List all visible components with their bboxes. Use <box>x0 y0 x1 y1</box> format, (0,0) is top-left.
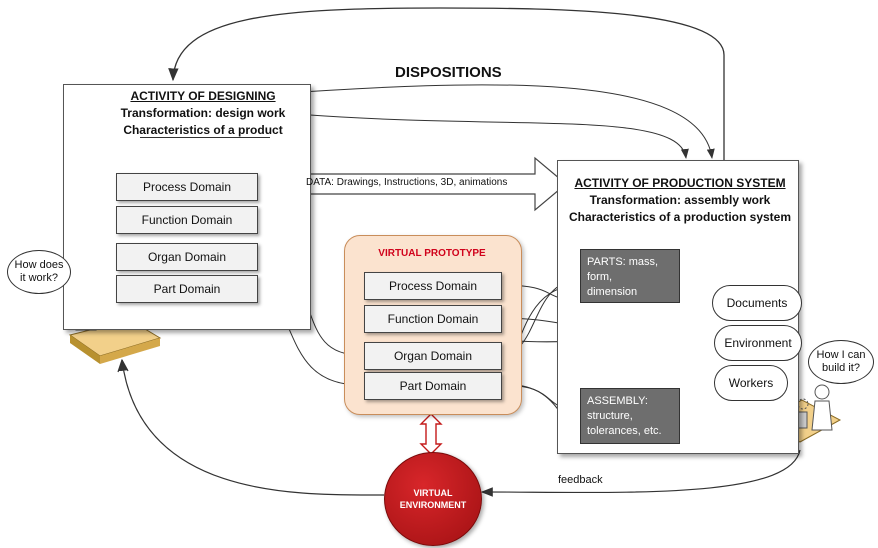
bubble-right-line1: How I can <box>816 349 866 361</box>
data-big-arrow <box>301 156 567 212</box>
bubble-left: How does it work? <box>7 250 71 294</box>
production-line1: Transformation: assembly work <box>589 193 771 207</box>
assembly-box[interactable]: ASSEMBLY: structure, tolerances, etc. <box>580 388 680 444</box>
environment-pill[interactable]: Environment <box>714 325 802 361</box>
vp-process-domain[interactable]: Process Domain <box>364 272 502 300</box>
designing-process-domain[interactable]: Process Domain <box>116 173 258 201</box>
vp-ve-double-arrow <box>419 413 443 455</box>
ve-line2: ENVIRONMENT <box>399 500 467 510</box>
designing-line2: Characteristics of a product <box>123 123 283 137</box>
vp-function-domain[interactable]: Function Domain <box>364 305 502 333</box>
designing-divider <box>140 137 270 138</box>
parts-line2: form, <box>587 271 613 283</box>
designing-part-domain[interactable]: Part Domain <box>116 275 258 303</box>
parts-line1: PARTS: mass, <box>587 256 659 268</box>
data-arrow-label: DATA: Drawings, Instructions, 3D, animat… <box>306 177 508 188</box>
designing-line1: Transformation: design work <box>120 106 286 120</box>
designing-title: ACTIVITY OF DESIGNING <box>130 89 276 103</box>
bubble-right-line2: build it? <box>822 362 860 374</box>
bubble-left-line2: it work? <box>20 272 58 284</box>
design-to-production-arrow-1 <box>309 114 689 159</box>
ve-line1: VIRTUAL <box>413 488 453 498</box>
feedback-arrow <box>480 449 801 497</box>
documents-pill[interactable]: Documents <box>712 285 802 321</box>
virtual-prototype-title: VIRTUAL PROTOTYPE <box>378 248 486 259</box>
vp-organ-domain[interactable]: Organ Domain <box>364 342 502 370</box>
designing-organ-domain[interactable]: Organ Domain <box>116 243 258 271</box>
dispositions-label: DISPOSITIONS <box>395 64 502 81</box>
bubble-right: How I can build it? <box>808 340 874 384</box>
assembly-line2: structure, <box>587 410 633 422</box>
vp-part-domain[interactable]: Part Domain <box>364 372 502 400</box>
assembly-line1: ASSEMBLY: <box>587 395 648 407</box>
bubble-left-line1: How does <box>14 259 64 271</box>
feedback-label: feedback <box>558 474 603 486</box>
virtual-environment-circle[interactable]: VIRTUAL ENVIRONMENT <box>384 452 482 546</box>
design-to-production-arrow-2 <box>269 84 715 159</box>
production-line2: Characteristics of a production system <box>568 210 792 224</box>
designing-function-domain[interactable]: Function Domain <box>116 206 258 234</box>
disposition-loop-arrow <box>168 7 725 160</box>
designing-header: ACTIVITY OF DESIGNING Transformation: de… <box>103 88 303 139</box>
ve-to-designer-arrow <box>118 358 385 496</box>
assembly-line3: tolerances, etc. <box>587 425 662 437</box>
production-title: ACTIVITY OF PRODUCTION SYSTEM <box>574 176 786 190</box>
parts-line3: dimension <box>587 286 638 298</box>
parts-box[interactable]: PARTS: mass, form, dimension <box>580 249 680 303</box>
production-header: ACTIVITY OF PRODUCTION SYSTEM Transforma… <box>563 175 797 226</box>
workers-pill[interactable]: Workers <box>714 365 788 401</box>
